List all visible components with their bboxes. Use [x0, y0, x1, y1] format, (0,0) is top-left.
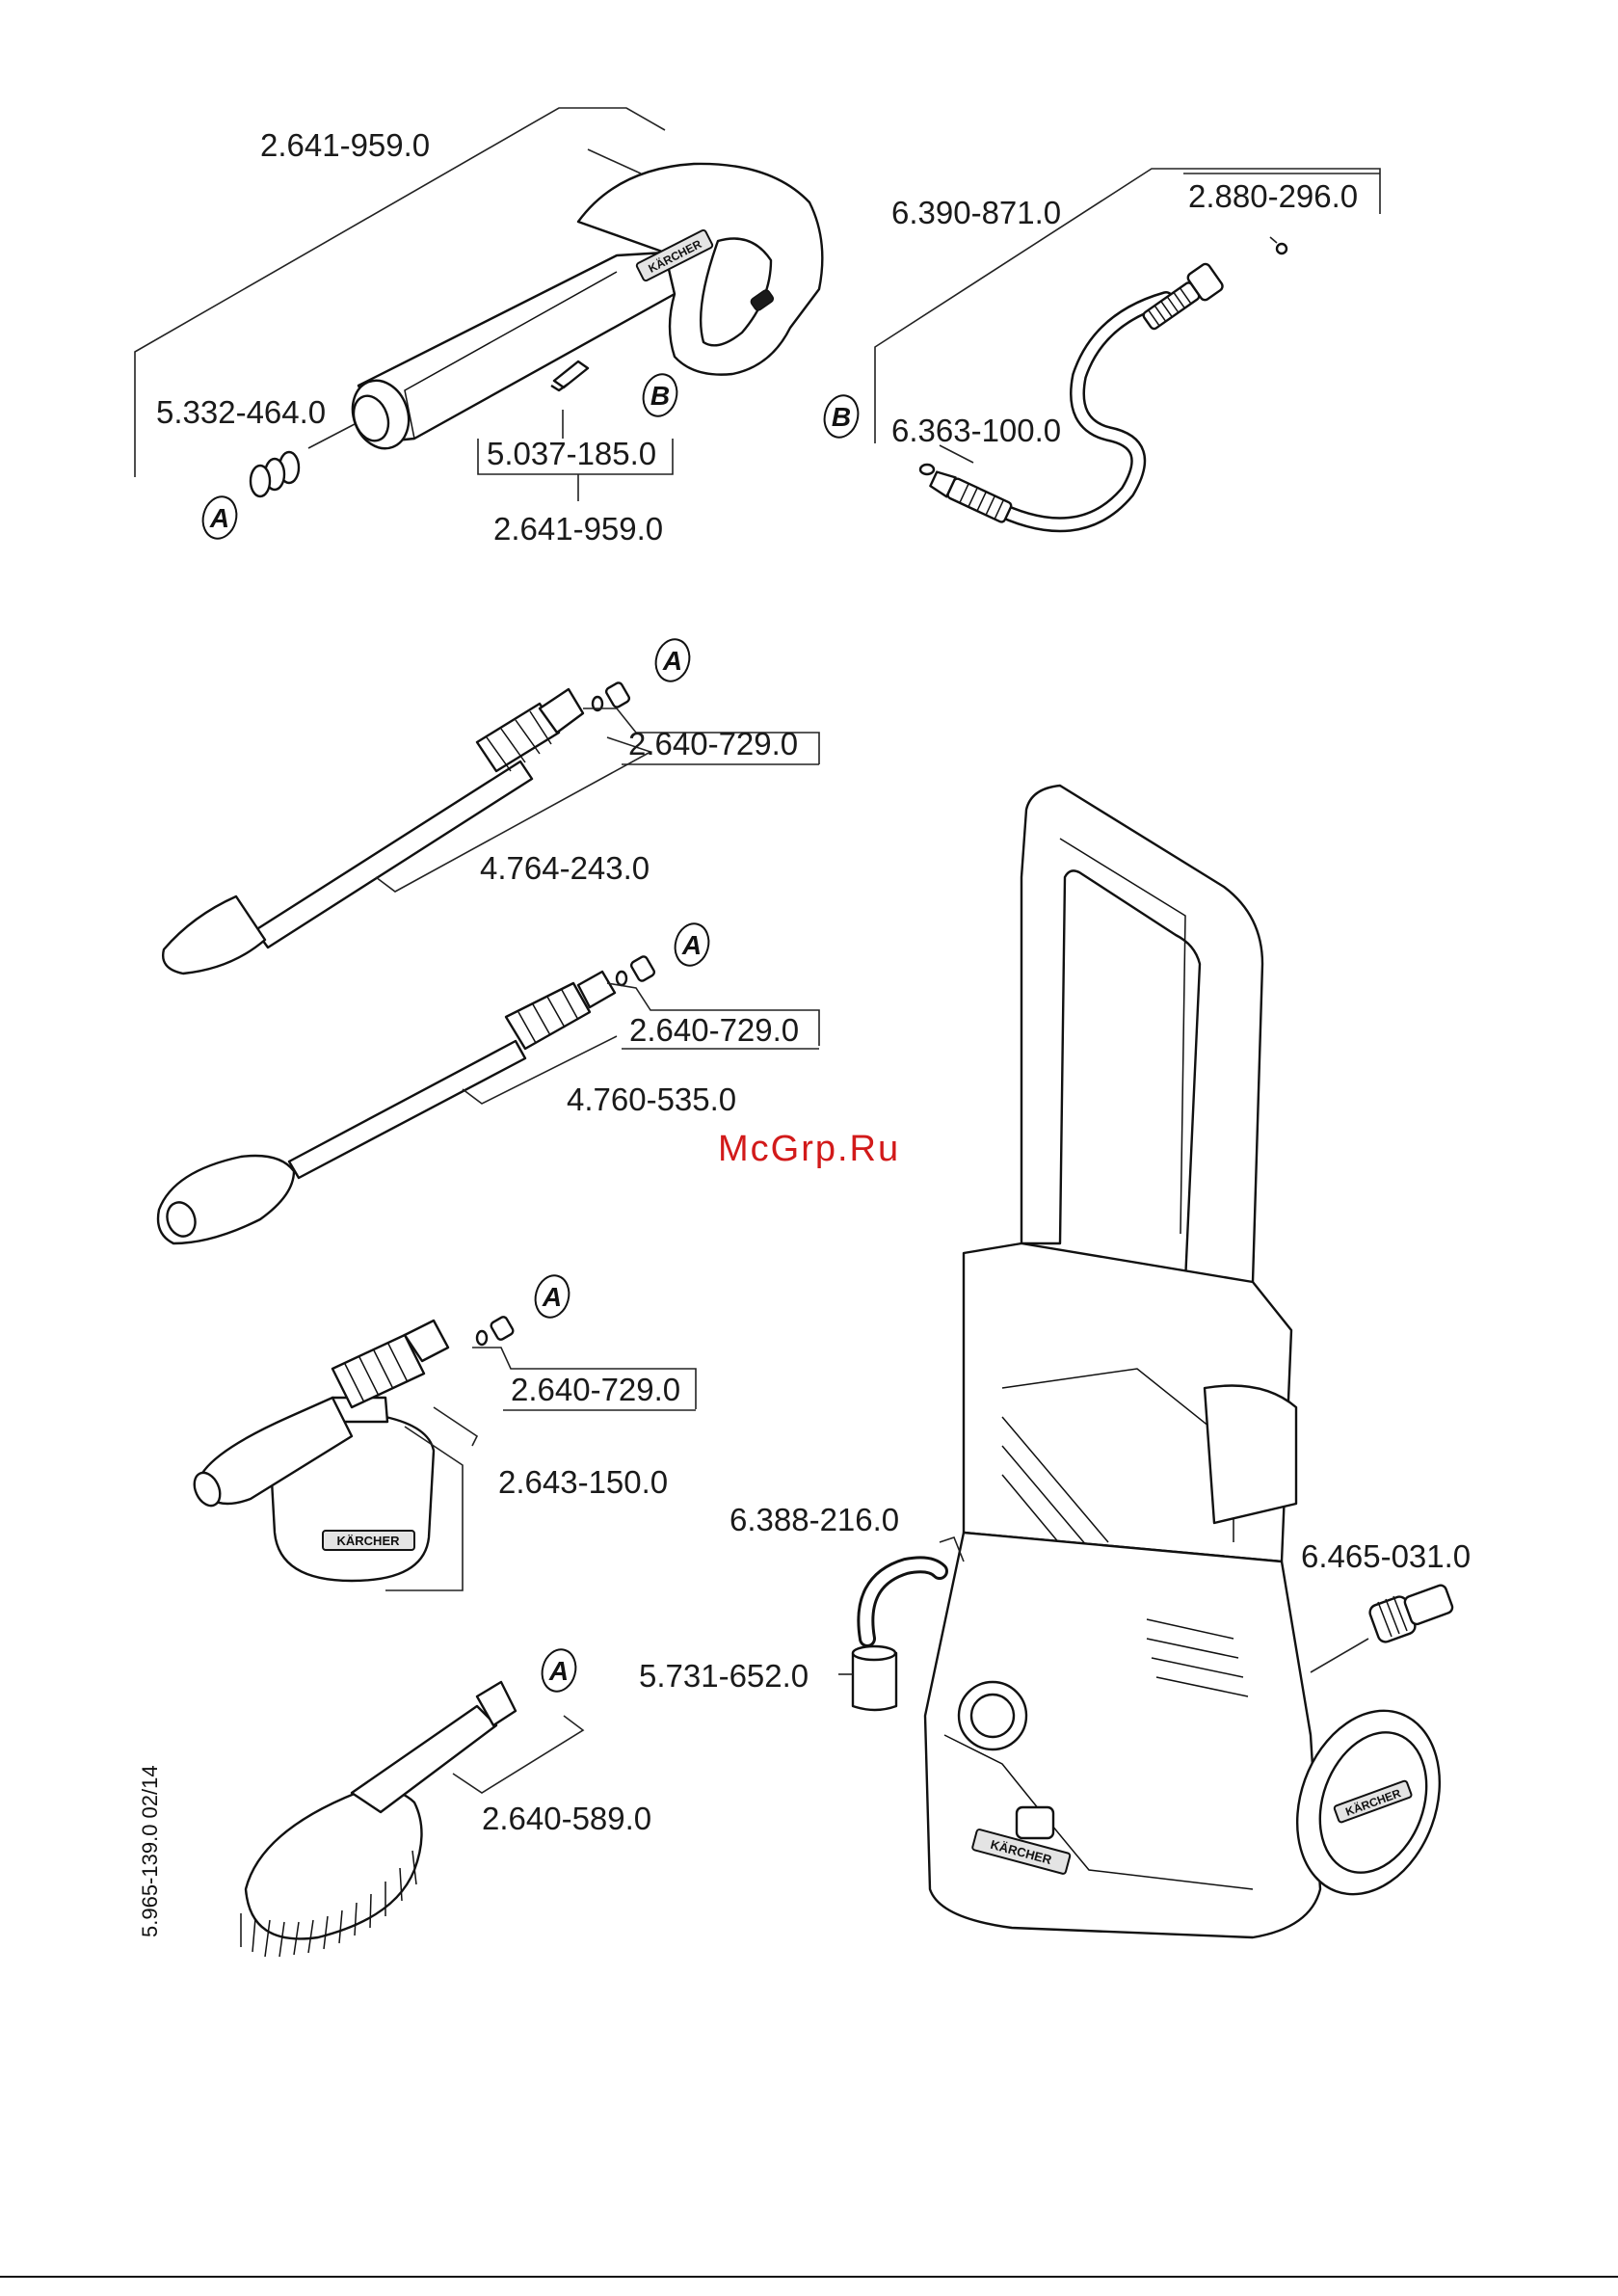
mark-a-foam: A — [531, 1271, 573, 1321]
label-gun-main: 2.641-959.0 — [260, 127, 430, 163]
lance-1-drawing — [163, 681, 630, 974]
label-foam-oring-set: 2.640-729.0 — [511, 1372, 680, 1407]
mark-b-hose: B — [820, 391, 862, 441]
suction-hose-drawing — [853, 1564, 940, 1710]
mark-a-brush: A — [538, 1645, 580, 1695]
label-hose-oring-top: 2.880-296.0 — [1188, 178, 1358, 214]
svg-text:A: A — [209, 503, 229, 533]
svg-text:A: A — [662, 646, 682, 676]
mark-b-gun: B — [639, 370, 681, 419]
svg-text:A: A — [681, 930, 702, 960]
label-gun-kit: 2.641-959.0 — [493, 511, 663, 547]
pressure-washer-drawing: KÄRCHER KÄRCHER — [925, 786, 1464, 1937]
label-hose: 6.390-871.0 — [891, 195, 1061, 230]
mark-a-lance-2: A — [671, 920, 713, 969]
gun-spring — [251, 452, 299, 496]
svg-text:A: A — [542, 1282, 562, 1312]
label-gun-spring: 5.332-464.0 — [156, 394, 326, 430]
mark-a-gun: A — [199, 493, 241, 542]
label-water-connector: 6.465-031.0 — [1301, 1538, 1471, 1574]
hose-drawing — [920, 244, 1286, 524]
label-foam-nozzle: 2.643-150.0 — [498, 1464, 668, 1500]
label-lance1-oring-set: 2.640-729.0 — [628, 726, 798, 761]
label-filter-cap: 5.731-652.0 — [639, 1658, 809, 1694]
document-number: 5.965-139.0 02/14 — [138, 1765, 162, 1937]
mark-a-lance-1: A — [651, 635, 694, 684]
label-lance2: 4.760-535.0 — [567, 1081, 736, 1117]
label-hose-oring-bottom: 6.363-100.0 — [891, 413, 1061, 448]
label-lance1: 4.764-243.0 — [480, 850, 650, 886]
foam-brand-text: KÄRCHER — [337, 1534, 401, 1548]
label-suction-hose: 6.388-216.0 — [729, 1502, 899, 1537]
svg-text:B: B — [832, 402, 851, 432]
label-brush: 2.640-589.0 — [482, 1801, 651, 1836]
watermark: McGrp.Ru — [718, 1129, 900, 1169]
svg-text:A: A — [548, 1656, 569, 1686]
water-connector-drawing — [1367, 1584, 1453, 1644]
foam-nozzle-drawing: KÄRCHER — [190, 1316, 515, 1581]
brush-drawing — [241, 1682, 516, 1957]
label-gun-clip: 5.037-185.0 — [487, 436, 656, 471]
label-lance2-oring-set: 2.640-729.0 — [629, 1012, 799, 1048]
svg-text:B: B — [650, 381, 670, 411]
